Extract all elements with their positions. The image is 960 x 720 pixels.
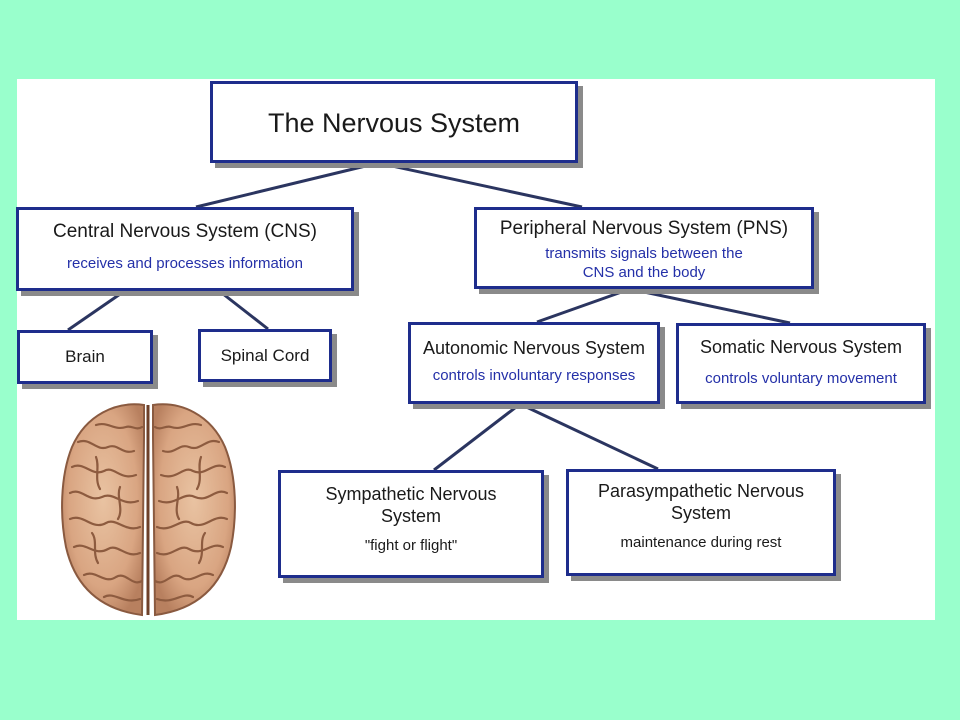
sympathetic-box: Sympathetic Nervous System "fight or fli… [278,470,544,578]
sympathetic-name-line1: Sympathetic Nervous [325,484,497,504]
spinal-cord-label: Spinal Cord [220,346,310,365]
pns-desc-line2: CNS and the body [582,264,706,281]
connector-pns-autonomic [536,287,631,324]
sympathetic-desc: "fight or flight" [364,537,458,554]
somatic-box: Somatic Nervous System controls voluntar… [676,323,926,404]
brain-illustration [61,403,236,617]
cns-box: Central Nervous System (CNS) receives an… [16,207,354,291]
autonomic-desc: controls involuntary responses [432,367,636,384]
title-box: The Nervous System [210,81,578,163]
brain-box: Brain [17,330,153,384]
connector-cns-brain [67,288,127,332]
pns-name: Peripheral Nervous System (PNS) [499,218,789,239]
connector-cns-spinal [217,288,269,331]
pns-box: Peripheral Nervous System (PNS) transmit… [474,207,814,289]
pns-desc-line1: transmits signals between the [545,245,743,262]
connector-autonomic-parasympathetic [519,402,659,471]
somatic-name: Somatic Nervous System [699,337,903,357]
brain-label: Brain [65,347,105,366]
spinal-cord-box: Spinal Cord [198,329,332,382]
connector-pns-somatic [629,287,791,325]
connector-autonomic-sympathetic [433,402,521,472]
sympathetic-name-line2: System [380,506,441,526]
connector-title-pns [377,161,583,209]
parasympathetic-name-line1: Parasympathetic Nervous [597,481,805,501]
diagram-title: The Nervous System [267,108,521,138]
parasympathetic-box: Parasympathetic Nervous System maintenan… [566,469,836,576]
parasympathetic-name-line2: System [670,503,731,523]
somatic-desc: controls voluntary movement [705,370,897,387]
autonomic-name: Autonomic Nervous System [422,338,646,358]
parasympathetic-desc: maintenance during rest [620,534,782,551]
autonomic-box: Autonomic Nervous System controls involu… [408,322,660,404]
cns-desc: receives and processes information [67,255,303,272]
connector-title-cns [195,161,379,209]
cns-name: Central Nervous System (CNS) [53,221,317,242]
